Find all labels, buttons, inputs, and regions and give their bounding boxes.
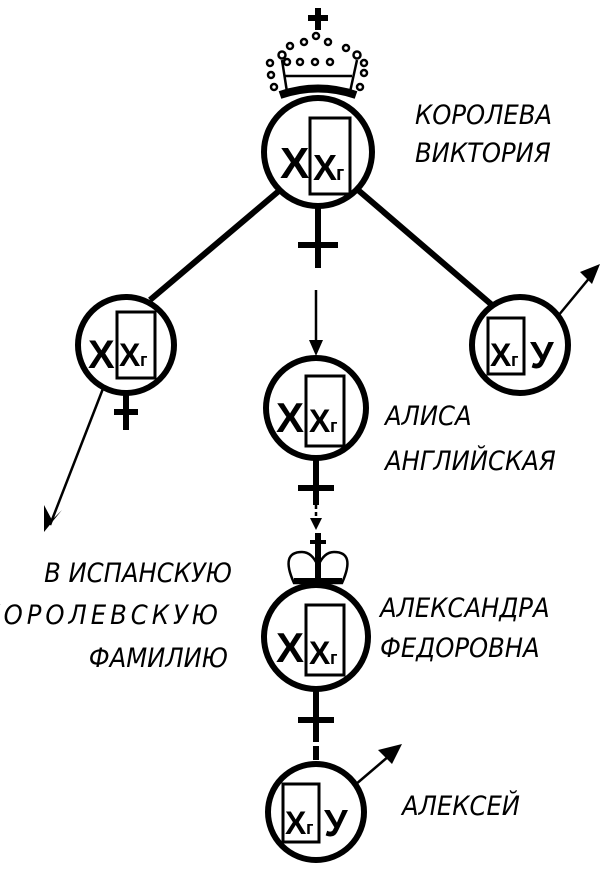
line-to-right-child: [356, 187, 494, 308]
person-victoria: X X г: [261, 95, 375, 268]
svg-text:г: г: [336, 163, 344, 185]
female-symbol-icon: [298, 690, 334, 742]
svg-text:X: X: [309, 635, 331, 671]
genotype-xh: X: [313, 147, 337, 188]
svg-text:г: г: [306, 818, 314, 838]
person-alexei: X г У: [265, 744, 402, 863]
label-spain-2: КОРОЛЕВСКУЮ: [0, 600, 222, 631]
genotype-x: X: [280, 139, 309, 188]
crown-icon: [287, 533, 349, 586]
male-symbol-icon: [557, 264, 600, 317]
label-spain-3: ФАМИЛИЮ: [89, 643, 228, 674]
person-alexandra: X X г: [261, 582, 371, 742]
label-alexandra-1: АЛЕКСАНДРА: [378, 593, 550, 624]
svg-text:X: X: [490, 337, 512, 373]
label-spain-1: В ИСПАНСКУЮ: [44, 558, 232, 589]
svg-text:У: У: [324, 803, 348, 845]
svg-text:г: г: [140, 350, 148, 370]
svg-text:г: г: [330, 416, 338, 436]
svg-text:У: У: [530, 335, 554, 377]
label-victoria-2: ВИКТОРИЯ: [415, 138, 551, 169]
svg-text:X: X: [88, 333, 115, 377]
svg-text:X: X: [309, 403, 331, 439]
female-symbol-icon: [298, 206, 338, 268]
arrow-icon: [44, 385, 106, 532]
person-right-son: X г У: [469, 264, 600, 396]
svg-text:X: X: [119, 337, 141, 373]
svg-text:г: г: [330, 648, 338, 668]
line-to-left-child: [148, 187, 282, 303]
person-left-daughter: X X г: [75, 294, 177, 430]
label-alexandra-2: ФЕДОРОВНА: [380, 633, 540, 664]
svg-text:г: г: [511, 350, 519, 370]
label-alice-1: АЛИСА: [383, 401, 472, 432]
svg-text:X: X: [285, 805, 307, 841]
label-victoria-1: КОРОЛЕВА: [415, 100, 552, 131]
svg-text:X: X: [276, 394, 304, 441]
female-symbol-icon: [114, 393, 138, 430]
person-alice: X X г: [263, 355, 369, 505]
label-alexei: АЛЕКСЕЙ: [400, 790, 520, 822]
female-symbol-icon: [298, 458, 334, 505]
svg-text:X: X: [276, 624, 304, 671]
crown-icon: [265, 8, 369, 99]
male-symbol-icon: [354, 744, 402, 786]
label-alice-2: АНГЛИЙСКАЯ: [383, 445, 556, 477]
